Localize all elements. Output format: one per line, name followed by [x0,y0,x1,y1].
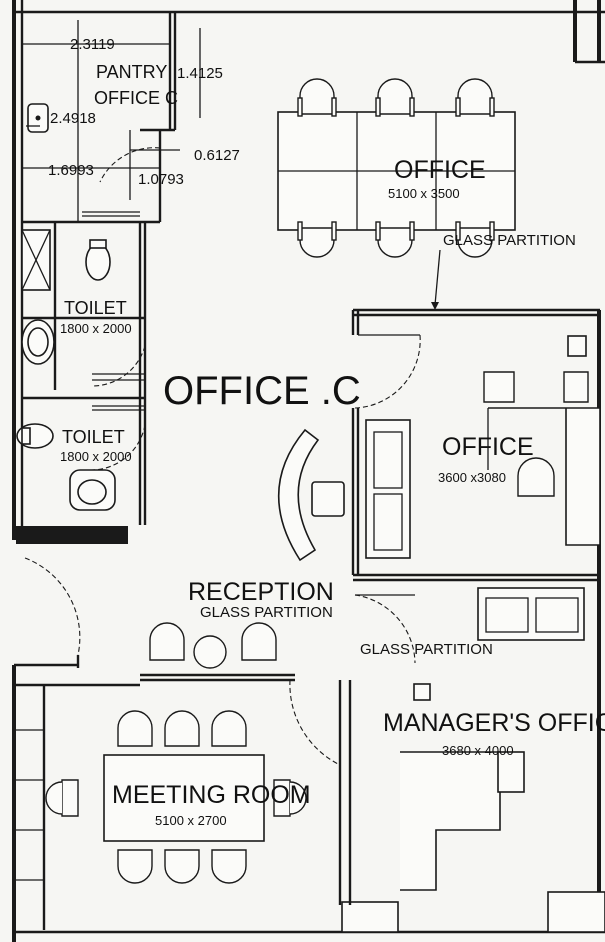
room-label-managers-office: MANAGER'S OFFICE [383,709,605,737]
chair-icon [45,779,79,817]
chair-icon [117,710,153,747]
dimension-label: 2.4918 [50,110,96,127]
room-label-office-right: OFFICE [442,433,534,461]
managers-office [338,587,585,905]
room-size-managers-office: 3680 x 4000 [442,743,514,758]
pantry-fixtures [27,103,161,217]
lamp-icon [413,683,431,701]
toilet-fixtures [16,229,146,656]
chair-icon [273,779,307,817]
dimension-label: 1.6993 [48,162,94,179]
dimension-label: 1.0793 [138,171,184,188]
chair-icon [164,849,200,884]
room-label-pantry-line1: PANTRY [96,62,167,82]
room-size-toilet-2: 1800 x 2000 [60,449,132,464]
room-size-office-right: 3600 x3080 [438,470,506,485]
dimension-lines [22,20,201,222]
room-size-toilet-1: 1800 x 2000 [60,321,132,336]
room-label-reception: RECEPTION [188,578,334,606]
chair-icon [297,78,337,117]
cabinet-icon [477,587,585,641]
side-table-icon [193,635,227,669]
room-size-office-top: 5100 x 3500 [388,186,460,201]
dimension-label: 2.3119 [70,36,115,53]
chair-icon [455,221,495,258]
reception-desk [277,428,320,562]
room-label-office-top: OFFICE [394,156,486,184]
chair-icon [164,710,200,747]
chair-icon [375,78,415,117]
glass-partition-label: GLASS PARTITION [443,232,576,249]
dimension-label: 0.6127 [194,147,240,164]
room-label-office-c: OFFICE .C [163,369,361,413]
chair-icon [297,221,337,258]
lamp-icon [567,335,587,357]
cabinet-icon [365,419,411,559]
room-size-meeting-room: 5100 x 2700 [155,813,227,828]
meeting-room [14,683,307,930]
chair-icon [211,849,247,884]
glass-partition-label: GLASS PARTITION [200,604,333,621]
office-top [277,78,516,310]
chair-icon [211,710,247,747]
meeting-table [103,754,265,842]
room-label-pantry-line2: OFFICE C [94,88,178,108]
chair-icon [311,481,345,517]
dimension-label: 1.4125 [177,65,223,82]
chair-icon [241,622,277,661]
outer-walls [12,0,605,942]
chair-icon [149,622,185,661]
chair-icon [517,457,555,497]
room-label-toilet-2: TOILET [62,427,125,447]
chair-icon [375,221,415,258]
room-label-meeting-room: MEETING ROOM [112,781,311,809]
office-right-walls [351,308,601,582]
pantry-toilet-walls [14,12,177,668]
chair-icon [117,849,153,884]
room-label-toilet-1: TOILET [64,298,127,318]
chair-icon [497,751,525,793]
chair-icon [483,371,515,403]
chair-icon [563,371,589,403]
reception [140,428,345,766]
glass-partition-label: GLASS PARTITION [360,641,493,658]
chair-icon [455,78,495,117]
